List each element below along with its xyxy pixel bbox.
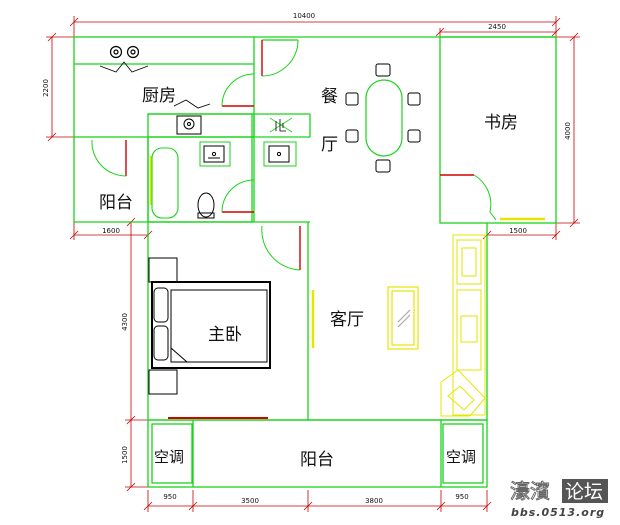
dim-right-offset: 1500 [509, 227, 527, 235]
kitchen-sink-icon [176, 115, 202, 135]
door-bath [221, 179, 255, 213]
room-label-balcony-bottom: 阳台 [300, 450, 334, 470]
walls [73, 36, 557, 488]
room-label-dining-2: 厅 [321, 135, 338, 155]
dining-chair [345, 129, 359, 143]
room-label-balcony-left-1: 阳 [99, 193, 116, 213]
dining-chair [345, 92, 359, 106]
dim-total-width: 10400 [293, 12, 315, 20]
pillow [153, 325, 169, 361]
pillow [153, 287, 169, 323]
room-label-kitchen: 厨房 [142, 86, 176, 106]
sofa-icon [440, 234, 486, 417]
room-label-living-room: 客厅 [330, 310, 364, 330]
toilet-icon [197, 192, 215, 219]
bed-icon [148, 257, 271, 395]
door-kitchen-top [261, 39, 299, 77]
room-label-ac-left: 空调 [154, 448, 184, 466]
bathtub-icon [151, 147, 179, 219]
shelf-icon [269, 117, 293, 133]
room-label-ac-right: 空调 [446, 448, 476, 466]
dimension-lines [46, 16, 580, 512]
dining-chair [407, 129, 421, 143]
room-label-dining-1: 餐 [321, 87, 338, 107]
room-label-study: 书房 [484, 113, 518, 133]
dining-chair [375, 63, 391, 77]
room-label-balcony-left-2: 台 [116, 193, 133, 213]
dim-study-width: 2450 [488, 23, 506, 31]
dining-chair [407, 92, 421, 106]
watermark-url: bbs.0513.org [511, 506, 605, 519]
forum-watermark: 濠濱 论坛 bbs.0513.org [510, 479, 608, 519]
dimension-labels: 10400 2450 2200 4000 1600 1500 4300 1500… [42, 12, 572, 505]
dim-balcony-left-width: 1600 [102, 227, 120, 235]
dim-bottom-4: 950 [455, 493, 468, 501]
tv-icon [387, 286, 419, 350]
nightstand [148, 369, 178, 395]
dim-bedroom-depth: 4300 [121, 313, 129, 331]
watermark-title: 濠濱 [510, 479, 550, 503]
nightstand [148, 257, 178, 283]
windows [149, 156, 545, 348]
washbasin-2-icon [263, 141, 297, 167]
door-balcony-left [91, 139, 127, 177]
dim-study-depth: 4000 [564, 122, 572, 140]
dim-balcony-depth: 1500 [121, 446, 129, 464]
door-study [440, 174, 497, 221]
watermark-badge-bg [562, 479, 608, 503]
dining-chair [375, 159, 391, 173]
dim-bottom-2: 3500 [241, 497, 259, 505]
corner-counter [173, 99, 211, 109]
room-label-master-bedroom: 主卧 [208, 325, 242, 345]
stove-icon [99, 45, 149, 73]
dim-bottom-3: 3800 [365, 497, 383, 505]
watermark-badge: 论坛 [565, 481, 603, 503]
door-kitchen [221, 73, 255, 107]
washbasin-icon [199, 141, 231, 167]
dim-bottom-1: 950 [163, 493, 176, 501]
door-bedroom [261, 225, 301, 271]
dim-kitchen-depth: 2200 [42, 79, 50, 97]
dining-table [345, 63, 421, 173]
